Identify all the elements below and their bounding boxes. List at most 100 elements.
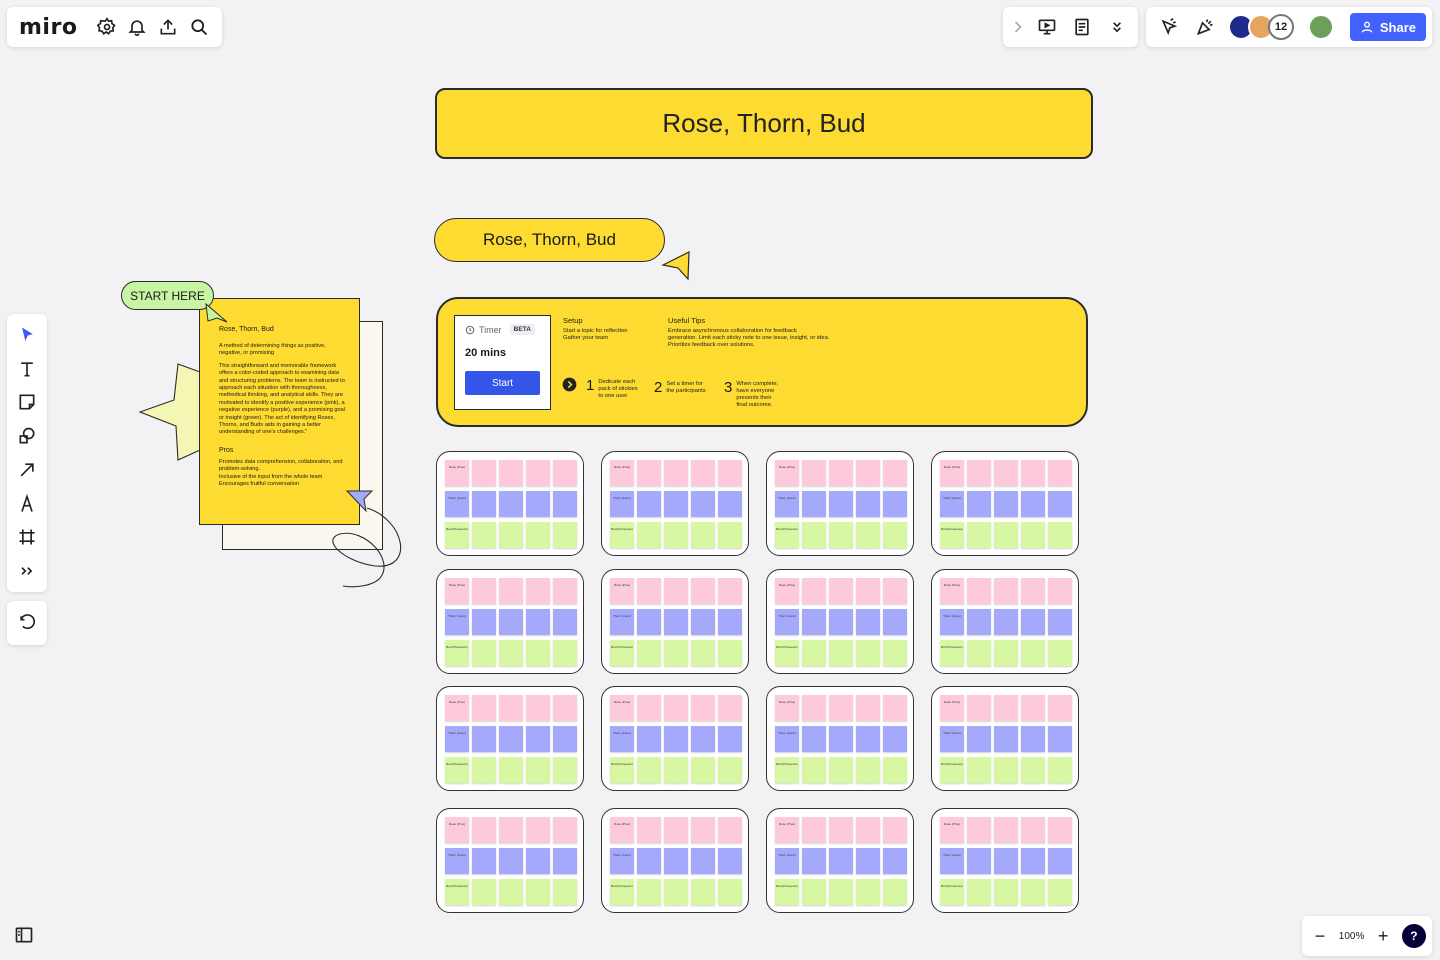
sticky-note[interactable] — [526, 578, 550, 604]
sticky-note[interactable] — [829, 609, 853, 635]
text-icon[interactable] — [10, 352, 44, 386]
sticky-note[interactable] — [1021, 609, 1045, 635]
sticky-note[interactable] — [802, 609, 826, 635]
sticky-board[interactable]: Rose (Pros)Thorn (Cons)Bud (Prospects) — [766, 686, 914, 791]
sticky-note[interactable] — [994, 578, 1018, 604]
sticky-note[interactable] — [802, 491, 826, 517]
sticky-note[interactable] — [553, 640, 577, 666]
sticky-label-note[interactable]: Bud (Prospects) — [775, 522, 799, 548]
sticky-note[interactable] — [526, 609, 550, 635]
sticky-label-note[interactable]: Rose (Pros) — [445, 817, 469, 843]
sticky-note[interactable] — [829, 522, 853, 548]
sticky-label-note[interactable]: Thorn (Cons) — [445, 609, 469, 635]
sticky-note[interactable] — [472, 609, 496, 635]
sticky-note[interactable] — [883, 848, 907, 874]
sticky-note[interactable] — [994, 640, 1018, 666]
sticky-board[interactable]: Rose (Pros)Thorn (Cons)Bud (Prospects) — [766, 451, 914, 556]
sticky-label-note[interactable]: Rose (Pros) — [940, 817, 964, 843]
sticky-note[interactable] — [472, 726, 496, 752]
sticky-label-note[interactable]: Thorn (Cons) — [445, 726, 469, 752]
sticky-note[interactable] — [472, 757, 496, 783]
sticky-note[interactable] — [499, 726, 523, 752]
sticky-label-note[interactable]: Thorn (Cons) — [775, 726, 799, 752]
sticky-note[interactable] — [718, 522, 742, 548]
sticky-note[interactable] — [994, 726, 1018, 752]
sticky-label-note[interactable]: Rose (Pros) — [610, 695, 634, 721]
sticky-label-note[interactable]: Bud (Prospects) — [775, 640, 799, 666]
sticky-note[interactable] — [967, 491, 991, 517]
sticky-note[interactable] — [994, 609, 1018, 635]
sticky-note[interactable] — [526, 695, 550, 721]
sticky-note[interactable] — [967, 522, 991, 548]
sticky-board[interactable]: Rose (Pros)Thorn (Cons)Bud (Prospects) — [601, 808, 749, 913]
sticky-note[interactable] — [1021, 817, 1045, 843]
sticky-note[interactable] — [637, 726, 661, 752]
sticky-label-note[interactable]: Thorn (Cons) — [445, 491, 469, 517]
sticky-note[interactable] — [664, 757, 688, 783]
sticky-label-note[interactable]: Rose (Pros) — [775, 578, 799, 604]
sticky-label-note[interactable]: Bud (Prospects) — [610, 757, 634, 783]
sticky-note[interactable] — [553, 848, 577, 874]
sticky-note[interactable] — [967, 460, 991, 486]
sticky-note[interactable] — [829, 757, 853, 783]
sticky-label-note[interactable]: Bud (Prospects) — [445, 757, 469, 783]
more-tools-icon[interactable] — [10, 554, 44, 588]
sticky-note[interactable] — [856, 848, 880, 874]
bell-icon[interactable] — [122, 10, 153, 44]
sticky-label-note[interactable]: Rose (Pros) — [610, 817, 634, 843]
sticky-note[interactable] — [1021, 460, 1045, 486]
sticky-note[interactable] — [856, 695, 880, 721]
sticky-note[interactable] — [499, 460, 523, 486]
sticky-note[interactable] — [691, 609, 715, 635]
frame-icon[interactable] — [10, 521, 44, 555]
sticky-note[interactable] — [1048, 848, 1072, 874]
sticky-note[interactable] — [637, 578, 661, 604]
sticky-note[interactable] — [829, 879, 853, 905]
sticky-note[interactable] — [994, 817, 1018, 843]
sticky-note[interactable] — [829, 848, 853, 874]
sticky-note[interactable] — [664, 578, 688, 604]
collaborators[interactable]: 12 — [1228, 14, 1294, 40]
sticky-label-note[interactable]: Bud (Prospects) — [775, 879, 799, 905]
sticky-note[interactable] — [1048, 879, 1072, 905]
sticky-note[interactable] — [691, 757, 715, 783]
sticky-note[interactable] — [472, 491, 496, 517]
sticky-note[interactable] — [883, 609, 907, 635]
sticky-note[interactable] — [472, 460, 496, 486]
sticky-note[interactable] — [994, 848, 1018, 874]
pen-icon[interactable] — [10, 487, 44, 521]
sticky-note[interactable] — [1021, 578, 1045, 604]
sticky-board[interactable]: Rose (Pros)Thorn (Cons)Bud (Prospects) — [931, 451, 1079, 556]
sticky-note[interactable] — [637, 848, 661, 874]
sticky-note[interactable] — [472, 695, 496, 721]
sticky-note[interactable] — [637, 817, 661, 843]
sticky-note[interactable] — [664, 522, 688, 548]
undo-icon[interactable] — [10, 606, 44, 640]
timer-start-button[interactable]: Start — [465, 371, 540, 395]
sticky-note[interactable] — [637, 757, 661, 783]
sticky-note[interactable] — [499, 757, 523, 783]
sticky-note[interactable] — [1021, 757, 1045, 783]
sticky-label-note[interactable]: Thorn (Cons) — [445, 848, 469, 874]
sticky-label-note[interactable]: Thorn (Cons) — [940, 848, 964, 874]
sticky-note[interactable] — [802, 460, 826, 486]
sticky-note[interactable] — [802, 522, 826, 548]
sticky-label-note[interactable]: Bud (Prospects) — [610, 879, 634, 905]
sticky-note[interactable] — [883, 640, 907, 666]
sticky-note[interactable] — [883, 757, 907, 783]
sticky-note[interactable] — [691, 726, 715, 752]
sticky-note[interactable] — [856, 609, 880, 635]
sticky-label-note[interactable]: Rose (Pros) — [940, 695, 964, 721]
sticky-note[interactable] — [526, 879, 550, 905]
sticky-note[interactable] — [883, 522, 907, 548]
notes-icon[interactable] — [1065, 10, 1099, 44]
sticky-note[interactable] — [967, 640, 991, 666]
sidepanel-toggle[interactable] — [7, 918, 41, 952]
sticky-note[interactable] — [553, 879, 577, 905]
sticky-note[interactable] — [526, 640, 550, 666]
sticky-label-note[interactable]: Rose (Pros) — [445, 695, 469, 721]
sticky-note[interactable] — [499, 522, 523, 548]
sticky-note[interactable] — [553, 757, 577, 783]
sticky-note[interactable] — [718, 578, 742, 604]
sticky-label-note[interactable]: Rose (Pros) — [610, 460, 634, 486]
